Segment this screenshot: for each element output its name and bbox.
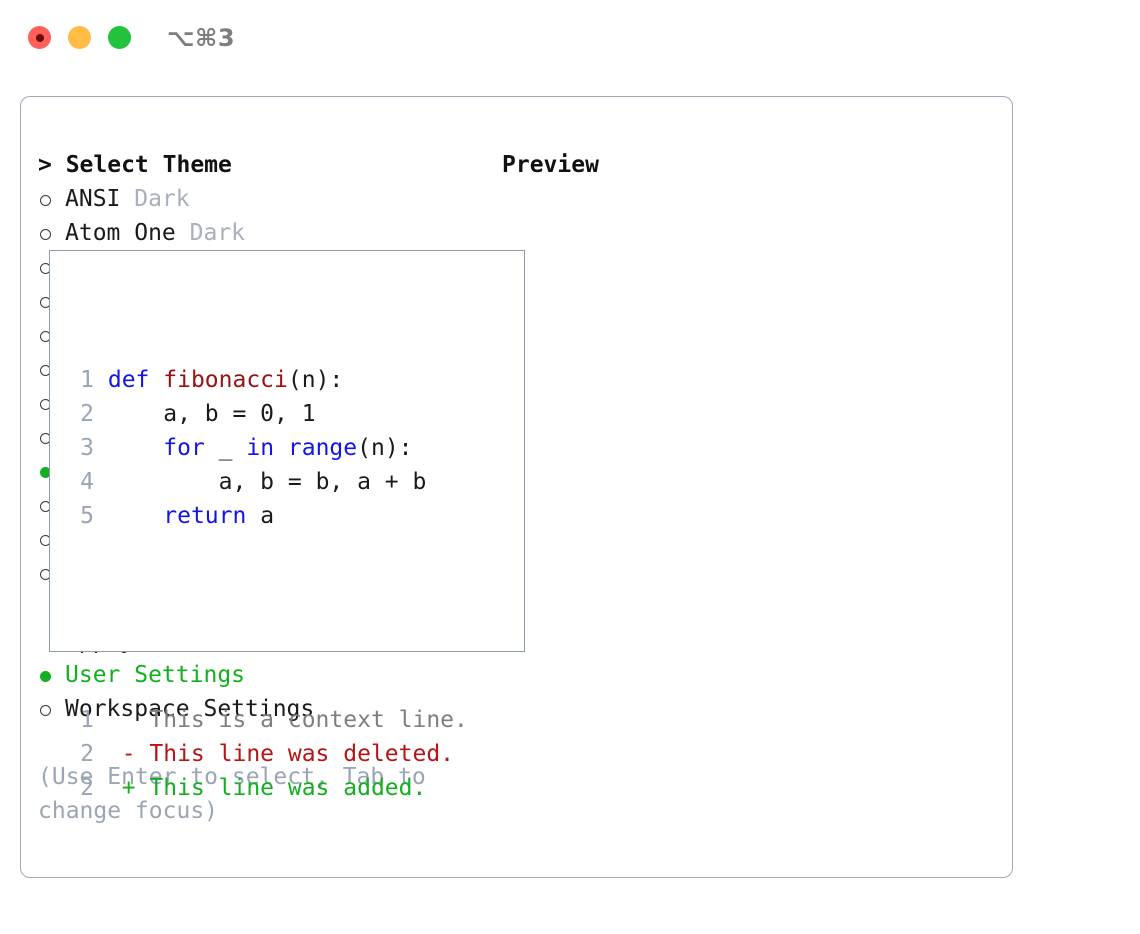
radio-unselected-icon[interactable] [38,218,65,252]
code-keyword: for [163,435,219,461]
line-number: 4 [80,469,94,495]
line-number: 5 [80,503,94,529]
code-builtin: range [287,435,358,461]
code-plain: a [260,503,275,529]
code-indent [108,435,163,461]
code-line: 4 a, b = b, a + b [70,465,468,499]
window-title: ⌥⌘3 [167,24,236,52]
diff-line-number: 2 [80,775,94,801]
line-number: 2 [80,401,94,427]
code-line: 3 for _ in range(n): [70,431,468,465]
code-plain: a, b = b, a + b [107,469,427,495]
code-space [94,367,108,393]
minimize-window-button[interactable] [68,26,91,49]
apply-to-label: Workspace Settings [65,696,315,722]
code-line: 5 return a [70,499,468,533]
diff-lines: 1 This is a context line.2 - This line w… [70,703,468,805]
radio-dot [40,195,51,206]
code-plain: a, b = 0, 1 [107,401,316,427]
theme-name: Atom One [65,220,190,246]
diff-line: 2 + This line was added. [70,771,468,805]
diff-line: 1 This is a context line. [70,703,468,737]
code-function-name: fibonacci [163,367,288,393]
code-space [94,469,108,495]
theme-name: ANSI [65,186,135,212]
theme-list-item[interactable]: ANSI Dark [38,182,478,216]
diff-marker: + [94,775,150,801]
apply-to-item[interactable]: User Settings [38,658,478,692]
recording-indicator-icon [35,33,44,42]
code-keyword: def [107,367,164,393]
code-indent [108,503,163,529]
radio-unselected-icon[interactable] [38,184,65,218]
preview-column: Preview [502,148,1002,182]
code-identifier: _ [218,435,247,461]
preview-header: Preview [502,152,599,178]
theme-list-item[interactable]: Atom One Dark [38,216,478,250]
radio-dot [40,229,51,240]
line-number: 3 [80,435,94,461]
apply-to-item[interactable]: Workspace Settings [38,692,478,726]
close-window-button[interactable] [28,26,51,49]
diff-marker [94,707,149,733]
code-space [94,503,108,529]
title-bar: ⌥⌘3 [0,0,1140,78]
diff-text: This line was deleted. [149,741,455,767]
code-keyword: in [246,435,288,461]
diff-marker: - [94,741,150,767]
diff-line-number: 1 [80,707,94,733]
keyboard-hint: (Use Enter to select, Tab to change focu… [38,764,440,824]
diff-line: 2 - This line was deleted. [70,737,468,771]
code-space [94,435,108,461]
apply-to-label: User Settings [65,662,246,688]
diff-text: This line was added. [149,775,427,801]
select-theme-header: > Select Theme [38,152,232,178]
code-line: 2 a, b = 0, 1 [70,397,468,431]
maximize-window-button[interactable] [108,26,131,49]
radio-selected-icon[interactable] [38,660,65,694]
code-punctuation: (n): [287,367,344,393]
radio-dot [40,671,51,682]
theme-variant-tag: Dark [189,220,246,246]
line-number: 1 [80,367,94,393]
code-diff-gap [70,601,468,635]
theme-variant-tag: Dark [134,186,190,212]
diff-text: This is a context line. [149,707,468,733]
code-line: 1 def fibonacci(n): [70,363,468,397]
code-punctuation: (n): [357,435,413,461]
radio-dot [40,705,51,716]
traffic-lights [28,26,131,49]
diff-line-number: 2 [80,741,94,767]
code-space [94,401,108,427]
code-keyword: return [163,503,261,529]
radio-unselected-icon[interactable] [38,694,65,728]
